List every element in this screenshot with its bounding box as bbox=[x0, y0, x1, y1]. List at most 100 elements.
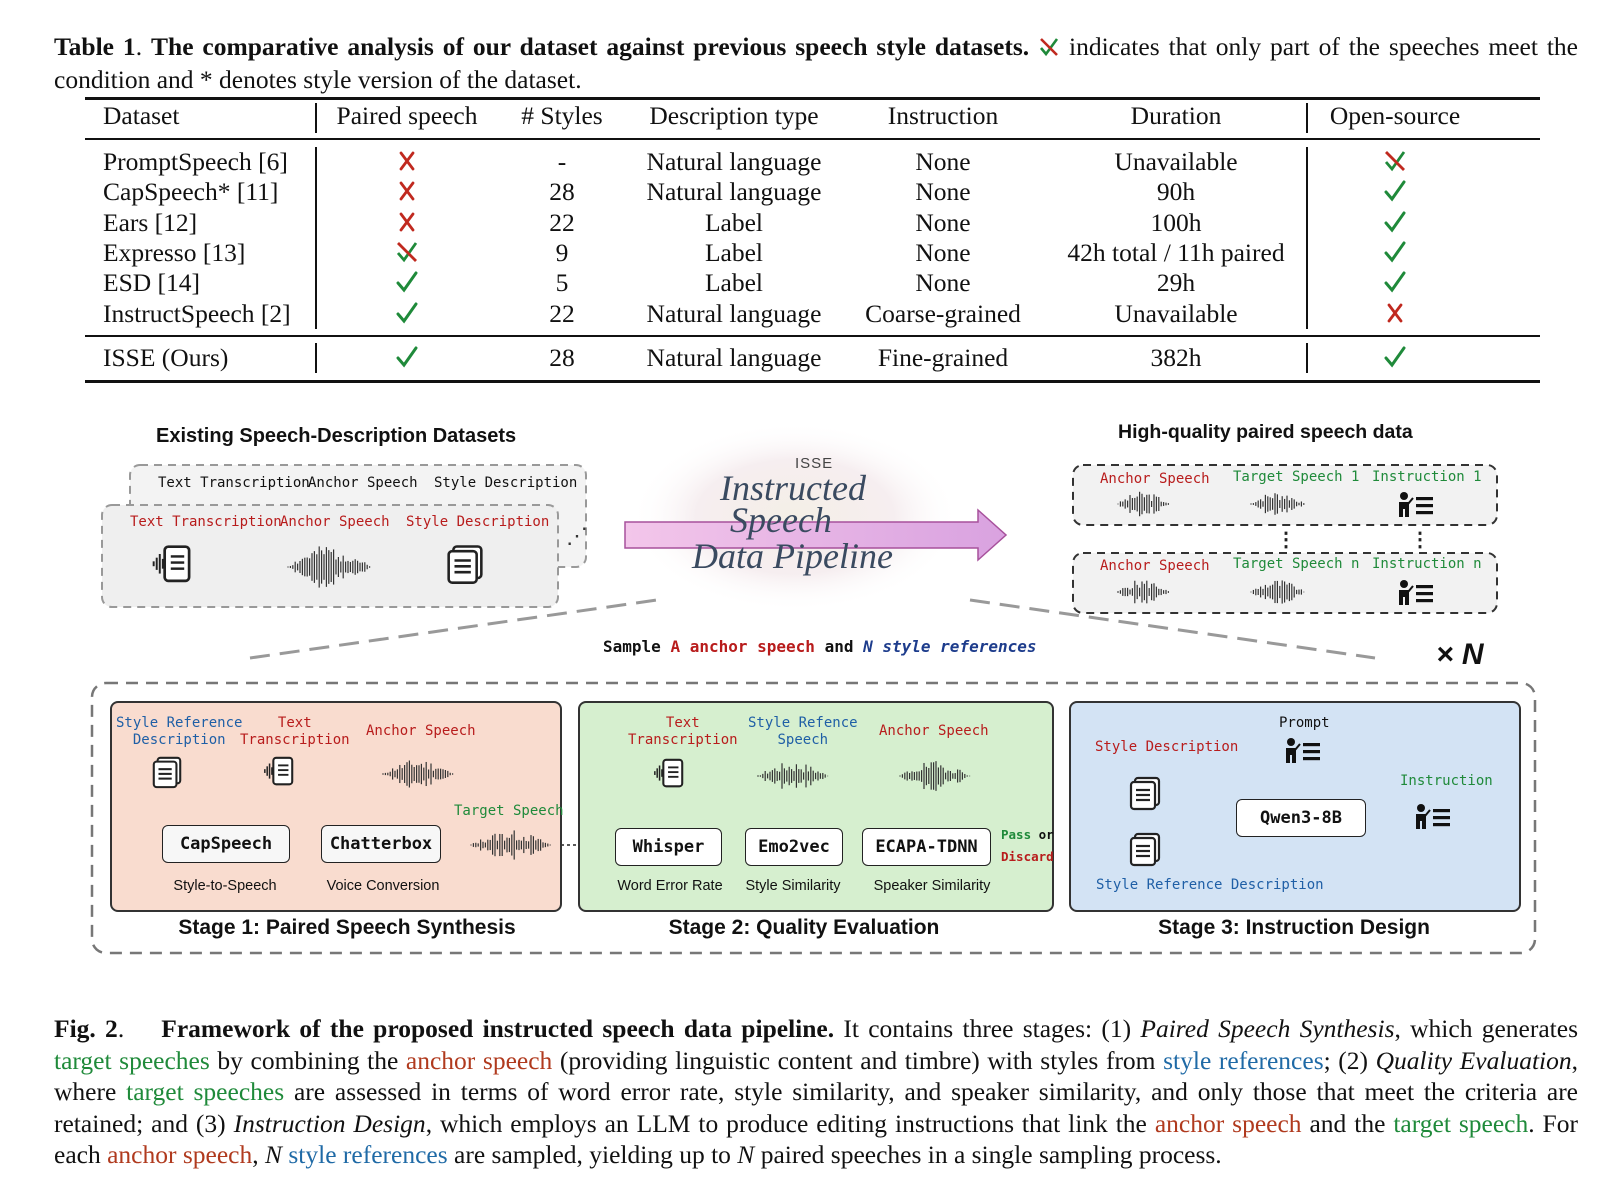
vline bbox=[315, 147, 317, 329]
pipeline-arrow bbox=[624, 508, 1008, 562]
table-row-duration: 29h bbox=[1156, 268, 1196, 298]
header-rule bbox=[85, 138, 1540, 140]
times-n-label: × N bbox=[1436, 638, 1484, 671]
s2-anchor-label: Anchor Speech bbox=[879, 723, 989, 739]
table-row-styles: 22 bbox=[549, 207, 575, 237]
check-icon bbox=[1382, 343, 1408, 373]
emo2vec-box: Emo2vec bbox=[745, 828, 843, 866]
caption-italic: Instruction Design bbox=[233, 1108, 426, 1138]
caption-text: are sampled, yielding up to bbox=[447, 1140, 738, 1169]
vline bbox=[315, 103, 317, 133]
vline bbox=[1306, 343, 1308, 373]
check-icon bbox=[394, 268, 420, 298]
waveform-icon bbox=[382, 759, 454, 794]
caption-text: , which generates bbox=[1394, 1014, 1579, 1043]
waveform-icon bbox=[470, 830, 552, 865]
caption-style-ref: style references bbox=[1163, 1045, 1324, 1075]
waveform-icon bbox=[899, 761, 971, 796]
table-row-duration: 42h total / 11h paired bbox=[1067, 237, 1285, 267]
cross-icon bbox=[1382, 299, 1408, 329]
caption-target: target speeches bbox=[126, 1077, 285, 1106]
caption-italic: Quality Evaluation bbox=[1375, 1045, 1572, 1075]
s1-sub-2: Voice Conversion bbox=[326, 878, 440, 894]
hq-title: High-quality paired speech data bbox=[1118, 421, 1413, 443]
ours-row-instruction: Fine-grained bbox=[877, 343, 1009, 372]
top-rule bbox=[85, 97, 1540, 100]
caption-text: paired speeches in a single sampling pro… bbox=[754, 1140, 1222, 1169]
table-row-duration: Unavailable bbox=[1114, 298, 1238, 328]
back-card-label-2: Anchor Speech bbox=[308, 475, 418, 491]
table-row-dataset: Ears [12] bbox=[103, 207, 198, 237]
table-row-duration: 100h bbox=[1150, 207, 1202, 237]
cross-icon bbox=[394, 208, 420, 238]
table-header-cell: Dataset bbox=[103, 101, 180, 130]
table-header-cell: Description type bbox=[649, 101, 819, 130]
s2-sub-1: Word Error Rate bbox=[617, 878, 723, 894]
chatterbox-box: Chatterbox bbox=[321, 825, 441, 863]
table-header-cell: Open-source bbox=[1329, 101, 1461, 130]
table-row-styles: 5 bbox=[555, 268, 569, 298]
table-label: Table 1 bbox=[54, 32, 136, 61]
front-card-label-1: Text Transcription bbox=[130, 514, 282, 530]
svg-text:⋰: ⋰ bbox=[566, 523, 588, 548]
waveform-icon bbox=[1117, 579, 1171, 610]
caption-n: N bbox=[264, 1140, 282, 1169]
front-card-label-2: Anchor Speech bbox=[280, 514, 390, 530]
table-row-styles: 9 bbox=[555, 237, 569, 267]
vline bbox=[315, 343, 317, 373]
s2-text-trans-label: Text Transcription bbox=[628, 715, 738, 748]
pass-or-label: Pass or bbox=[1001, 827, 1054, 842]
table-row-instruction: Coarse-grained bbox=[865, 298, 1021, 328]
waveform-icon bbox=[1250, 491, 1306, 522]
whisper-box: Whisper bbox=[615, 828, 722, 866]
table-header-cell: # Styles bbox=[521, 101, 603, 130]
fig-label: Fig. 2 bbox=[54, 1014, 118, 1043]
table-row-instruction: None bbox=[915, 177, 971, 207]
back-card-label-1: Text Transcription bbox=[158, 475, 310, 491]
instruction-icon bbox=[1414, 803, 1452, 836]
hqn-anchor: Anchor Speech bbox=[1100, 558, 1210, 574]
figure-caption: Fig. 2. Framework of the proposed instru… bbox=[54, 1014, 1579, 1170]
s3-style-desc-label: Style Description bbox=[1095, 739, 1239, 755]
caption-anchor: anchor speech bbox=[1154, 1108, 1302, 1138]
sample-line-anchor: A anchor speech bbox=[670, 637, 815, 656]
partial-check-icon bbox=[394, 238, 420, 268]
caption-text: . For each bbox=[54, 1108, 1578, 1170]
caption-text: , bbox=[252, 1140, 265, 1169]
logo-tag: ISSE bbox=[795, 455, 834, 472]
discard-label: Discard bbox=[1001, 849, 1054, 864]
pipeline-logo: ISSE Instructed Speech Data Pipeline bbox=[692, 455, 920, 605]
or-label: or bbox=[1038, 827, 1054, 842]
waveform-icon bbox=[757, 761, 829, 796]
table-row-instruction: None bbox=[915, 147, 971, 176]
table-row-desc: Natural language bbox=[646, 177, 822, 207]
table-title: The comparative analysis of our dataset … bbox=[151, 32, 1030, 61]
qwen-box: Qwen3-8B bbox=[1236, 799, 1366, 837]
table-row-desc: Natural language bbox=[646, 298, 822, 328]
table-header-cell: Duration bbox=[1130, 101, 1222, 130]
sample-line-refs: N style references bbox=[863, 637, 1037, 656]
figure-graphics: ⋰ ⋮ ⋮ bbox=[90, 425, 1537, 955]
table-caption-text: indicates that only part of the speeches… bbox=[54, 32, 1579, 94]
table-row-dataset: CapSpeech* [11] bbox=[103, 177, 279, 207]
caption-text: and the bbox=[1301, 1108, 1394, 1138]
hqn-target: Target Speech n bbox=[1233, 556, 1360, 572]
fig-title: Framework of the proposed instructed spe… bbox=[161, 1014, 835, 1043]
stage2-box bbox=[578, 701, 1054, 912]
table-header-cell: Paired speech bbox=[336, 101, 478, 130]
s1-text-trans-label: Text Transcription bbox=[240, 715, 350, 748]
logo-line-1: Instructed bbox=[720, 468, 866, 508]
caption-style-ref: style references bbox=[288, 1140, 448, 1169]
comparison-table: Dataset Paired speech # Styles Description … bbox=[85, 97, 1540, 397]
caption-text: ; (2) bbox=[1323, 1045, 1376, 1075]
waveform-icon bbox=[1250, 579, 1306, 610]
check-icon bbox=[1382, 238, 1408, 268]
caption-text: are assessed in terms of word error rate… bbox=[54, 1077, 1578, 1138]
instruction-icon bbox=[1397, 579, 1435, 612]
transcription-icon bbox=[150, 543, 194, 592]
s2-style-ref-label: Style Refence Speech bbox=[748, 715, 858, 748]
ecapa-box: ECAPA-TDNN bbox=[862, 828, 991, 866]
pipeline-figure: ⋰ ⋮ ⋮ bbox=[0, 421, 1617, 1000]
document-icon bbox=[150, 755, 184, 794]
table-row-desc: Label bbox=[704, 268, 764, 298]
